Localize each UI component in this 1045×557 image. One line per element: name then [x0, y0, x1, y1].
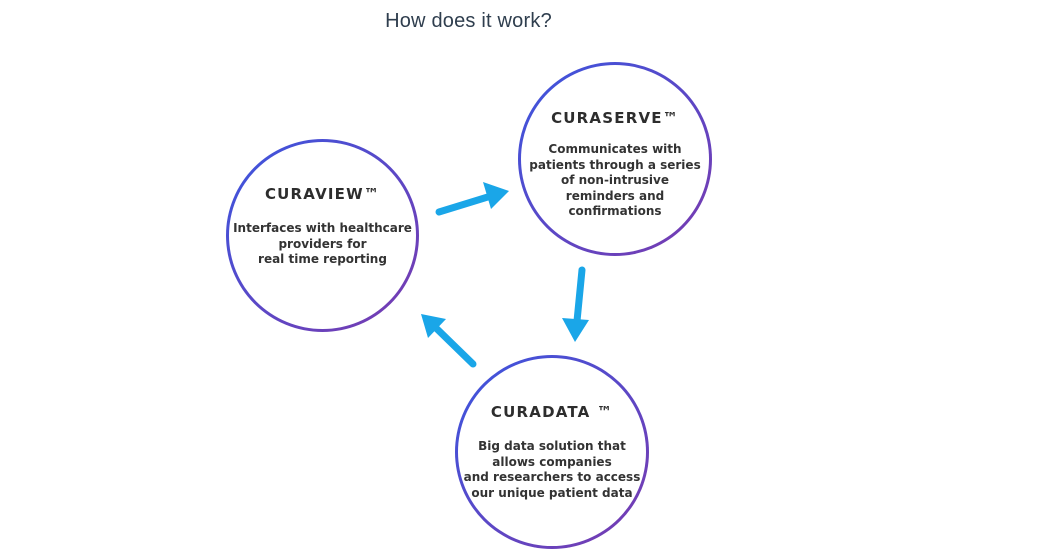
curaview-node-body: CURAVIEW™ Interfaces with healthcare pro… — [229, 142, 416, 329]
curaview-node: CURAVIEW™ Interfaces with healthcare pro… — [226, 139, 419, 332]
arrow-curaserve-to-curadata-icon — [562, 266, 589, 342]
curaserve-description: Communicates with patients through a ser… — [529, 142, 701, 218]
arrow-curadata-to-curaview-icon — [421, 314, 477, 368]
curaserve-node: CURASERVE™ Communicates with patients th… — [518, 62, 712, 256]
curadata-title: CURADATA ™ — [490, 403, 614, 421]
curaserve-node-body: CURASERVE™ Communicates with patients th… — [521, 65, 709, 253]
page-title: How does it work? — [385, 10, 552, 32]
curadata-description: Big data solution that allows companies … — [463, 439, 641, 500]
curadata-node-body: CURADATA ™ Big data solution that allows… — [458, 358, 646, 546]
curaview-description: Interfaces with healthcare providers for… — [233, 221, 412, 266]
curaview-title: CURAVIEW™ — [264, 185, 381, 203]
curaserve-title: CURASERVE™ — [551, 109, 679, 127]
curadata-node: CURADATA ™ Big data solution that allows… — [455, 355, 649, 549]
arrow-curaview-to-curaserve-icon — [435, 182, 509, 216]
